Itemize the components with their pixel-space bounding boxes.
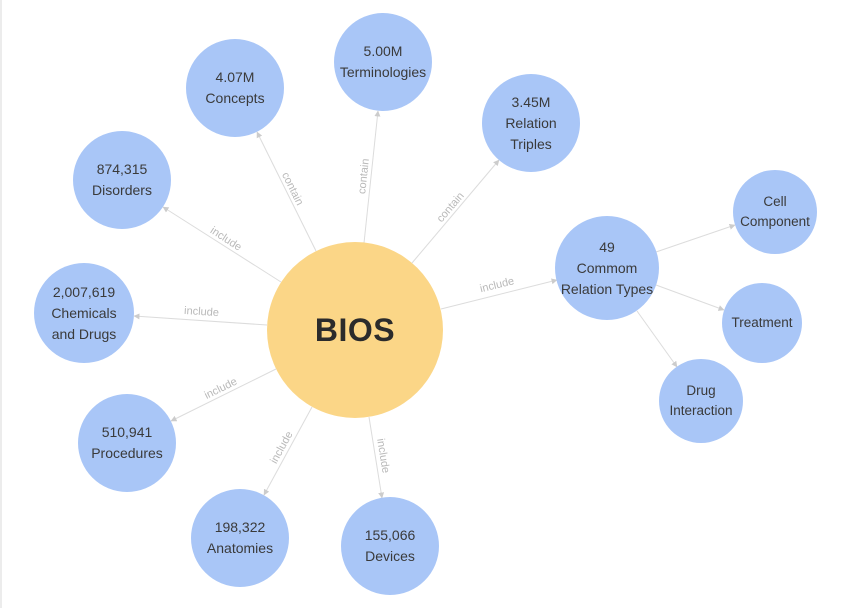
edge-label-include-procedures: include: [203, 376, 240, 402]
node-bios: BIOS: [267, 242, 443, 418]
node-chemicals-and-drugs: 2,007,619 Chemicals and Drugs: [34, 263, 134, 363]
edge-label-contain-concepts: contain: [279, 170, 306, 207]
left-edge-line: [0, 0, 2, 608]
node-relation-types-label: 49 Commom Relation Types: [560, 238, 654, 297]
edge-bios-relation-types: [440, 278, 558, 310]
node-cell-component: Cell Component: [733, 170, 817, 254]
node-relation-triples-label: 3.45M Relation Triples: [505, 93, 557, 152]
edge-bios-relation-triples: [411, 159, 500, 264]
node-relation-triples: 3.45M Relation Triples: [482, 74, 580, 172]
node-drug-interaction-label: Drug Interaction: [669, 382, 733, 418]
node-disorders-label: 874,315 Disorders: [92, 161, 152, 198]
edge-bios-terminologies: [363, 110, 381, 244]
node-terminologies: 5.00M Terminologies: [334, 13, 432, 111]
node-procedures: 510,941 Procedures: [78, 394, 176, 492]
node-concepts: 4.07M Concepts: [186, 39, 284, 137]
edge-relation-types-cell-component: [655, 223, 736, 253]
edge-bios-devices: [368, 416, 385, 499]
edge-bios-disorders: [162, 206, 282, 283]
edge-relation-types-drug-interaction: [636, 310, 678, 368]
node-disorders: 874,315 Disorders: [73, 131, 171, 229]
node-devices-label: 155,066 Devices: [364, 527, 416, 564]
edge-bios-procedures: [170, 368, 277, 422]
node-drug-interaction: Drug Interaction: [659, 359, 743, 443]
edge-label-contain-relation-triples: contain: [435, 190, 467, 225]
node-procedures-label: 510,941 Procedures: [91, 424, 163, 461]
edge-label-include-anatomies: include: [268, 429, 295, 465]
node-relation-types: 49 Commom Relation Types: [555, 216, 659, 320]
node-chemicals-and-drugs-label: 2,007,619 Chemicals and Drugs: [51, 283, 117, 342]
node-cell-component-label: Cell Component: [740, 193, 810, 229]
node-treatment-label: Treatment: [731, 314, 793, 330]
edge-label-contain-terminologies: contain: [356, 158, 372, 195]
node-treatment: Treatment: [722, 283, 802, 363]
node-bios-label: BIOS: [314, 312, 396, 348]
node-devices: 155,066 Devices: [341, 497, 439, 595]
node-concepts-label: 4.07M Concepts: [205, 69, 265, 106]
edge-bios-anatomies: [263, 406, 313, 496]
edge-bios-chemicals: [133, 313, 268, 326]
node-anatomies-label: 198,322 Anatomies: [206, 519, 274, 556]
edge-relation-types-treatment: [655, 284, 725, 311]
node-anatomies: 198,322 Anatomies: [191, 489, 289, 587]
edge-bios-concepts: [256, 131, 317, 252]
edge-label-include-chemicals: include: [184, 305, 220, 319]
edge-label-include-devices: include: [374, 438, 391, 474]
node-terminologies-label: 5.00M Terminologies: [339, 43, 427, 80]
